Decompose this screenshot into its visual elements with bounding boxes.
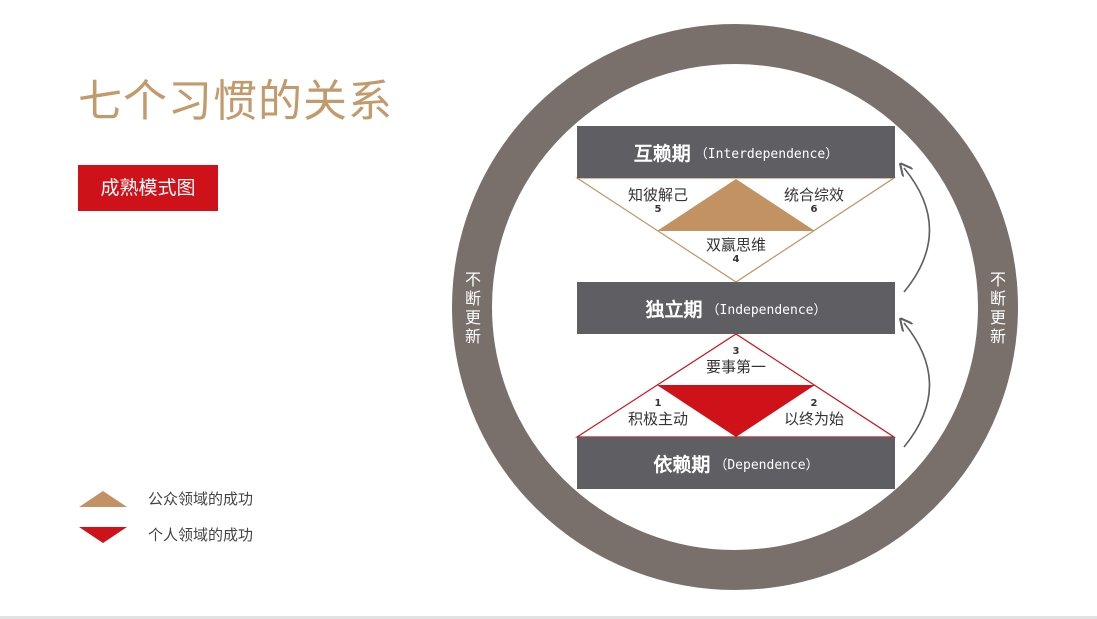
renewal-ring [452, 24, 1018, 590]
stage-english: （Dependence） [714, 457, 819, 473]
triangle-down-icon [79, 526, 127, 543]
private-success-triangle [657, 385, 815, 437]
ring-label-right: 不断更新 [989, 270, 1006, 346]
habit-number: 5 [654, 204, 662, 215]
triangle-up-icon [79, 490, 127, 507]
bottom-divider [0, 616, 1097, 619]
stage-interdependence: 互赖期 （Interdependence） [577, 126, 895, 178]
habit-number: 4 [732, 254, 740, 265]
habit-name: 双赢思维 [705, 236, 766, 254]
habit-number: 1 [654, 398, 662, 409]
habit-name: 以终为始 [783, 410, 844, 428]
habit-name: 要事第一 [705, 358, 766, 376]
arrow-up-icon [904, 168, 931, 293]
habit-3: 3 要事第一 [696, 346, 776, 376]
habit-number: 6 [810, 204, 818, 215]
stage-independence: 独立期 （Independence） [577, 282, 895, 334]
maturity-model-badge: 成熟模式图 [78, 165, 218, 211]
habit-number: 2 [810, 398, 818, 409]
habit-1: 1 积极主动 [618, 398, 698, 428]
habit-6: 统合综效 6 [774, 186, 854, 216]
stage-name: 互赖期 [633, 142, 691, 165]
ring-label-left: 不断更新 [464, 270, 481, 346]
habit-name: 知彼解己 [627, 186, 688, 204]
arrow-up-icon [904, 323, 931, 448]
habit-name: 统合综效 [783, 186, 844, 204]
legend-private-success: 个人领域的成功 [78, 524, 253, 545]
habit-2: 2 以终为始 [774, 398, 854, 428]
stage-dependence: 依赖期 （Dependence） [577, 437, 895, 489]
stage-english: （Independence） [706, 302, 827, 318]
stage-name: 依赖期 [653, 453, 711, 476]
stage-name: 独立期 [645, 298, 703, 321]
legend-label: 公众领域的成功 [148, 490, 254, 508]
habit-5: 知彼解己 5 [618, 186, 698, 216]
stage-english: （Interdependence） [694, 146, 839, 162]
legend-label: 个人领域的成功 [148, 526, 254, 544]
page-title: 七个习惯的关系 [78, 76, 393, 127]
public-success-triangle [657, 179, 815, 231]
legend-public-success: 公众领域的成功 [78, 488, 253, 509]
habit-name: 积极主动 [627, 410, 688, 428]
habit-4: 双赢思维 4 [696, 236, 776, 266]
habit-number: 3 [732, 346, 740, 357]
